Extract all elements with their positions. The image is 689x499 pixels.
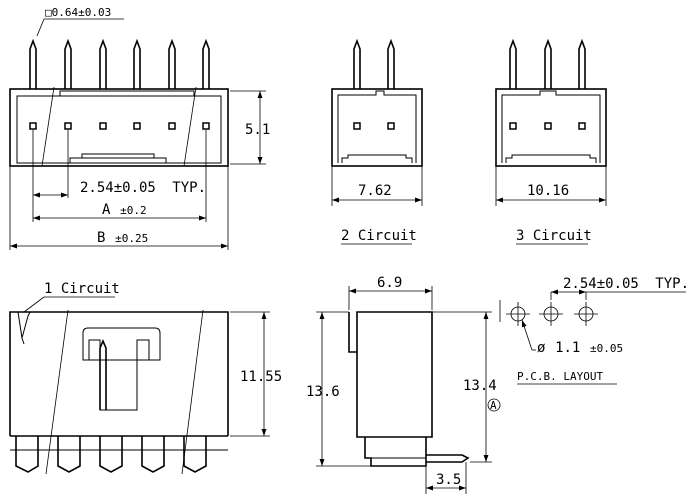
pcb-hole-tol: ±0.05 [590,342,623,355]
front-height-label: 11.55 [240,369,282,385]
top-view: □0.64±0.03 [9,6,270,250]
dim-pitch: 2.54±0.05 TYP. [33,180,206,198]
side-mark: A [490,399,497,412]
height-label: 5.1 [245,122,270,138]
pcb-pitch-label: 2.54±0.05 [563,276,639,292]
three-circuit-caption: 3 Circuit [516,228,592,244]
side-pin-offset: 3.5 [436,472,461,488]
three-circuit-width: 10.16 [527,183,569,199]
top-pins [29,38,210,89]
two-circuit-view: 7.62 2 Circuit [331,38,423,245]
pcb-hole-dia: 1.1 [555,340,580,356]
pcb-holes [506,302,598,326]
pin-size-label: □0.64±0.03 [45,6,111,19]
dim-b: B ±0.25 [10,227,228,249]
svg-text:ø 1.1 ±0.05: ø 1.1 ±0.05 [537,337,623,356]
front-view: 1 Circuit 11.55 [9,281,282,475]
pcb-layout: 2.54±0.05 TYP. ø 1.1 ±0.05 P.C.B. [499,276,689,385]
dim-b-letter: B [97,230,105,246]
pcb-caption: P.C.B. LAYOUT [517,370,603,383]
pcb-pitch-typ: TYP. [655,276,689,292]
svg-text:A ±0.2: A ±0.2 [102,199,147,218]
two-circuit-width: 7.62 [358,183,392,199]
dim-a-letter: A [102,202,111,218]
pin-size-leader: □0.64±0.03 [36,6,124,37]
top-housing [9,86,229,167]
dim-a-tol: ±0.2 [120,204,147,217]
svg-text:2.54±0.05 TYP.: 2.54±0.05 TYP. [80,180,206,196]
side-body-height: 13.4 [463,378,497,394]
dim-b-tol: ±0.25 [115,232,148,245]
pcb-hole-symbol: ø [537,340,546,356]
dim-a: A ±0.2 [33,199,206,221]
svg-text:2.54±0.05 TYP.: 2.54±0.05 TYP. [563,276,689,292]
dim-height-5-1: 5.1 [230,90,270,165]
pitch-label: 2.54±0.05 [80,180,156,196]
three-circuit-view: 10.16 3 Circuit [495,38,607,245]
pitch-typ: TYP. [172,180,206,196]
svg-text:B ±0.25: B ±0.25 [97,227,148,246]
side-total-height: 13.6 [306,384,340,400]
side-width-label: 6.9 [377,275,402,291]
two-circuit-caption: 2 Circuit [341,228,417,244]
front-view-caption: 1 Circuit [44,281,120,297]
side-view: 6.9 13.6 13.4 A 3.5 [306,275,501,494]
top-contacts [29,122,210,130]
